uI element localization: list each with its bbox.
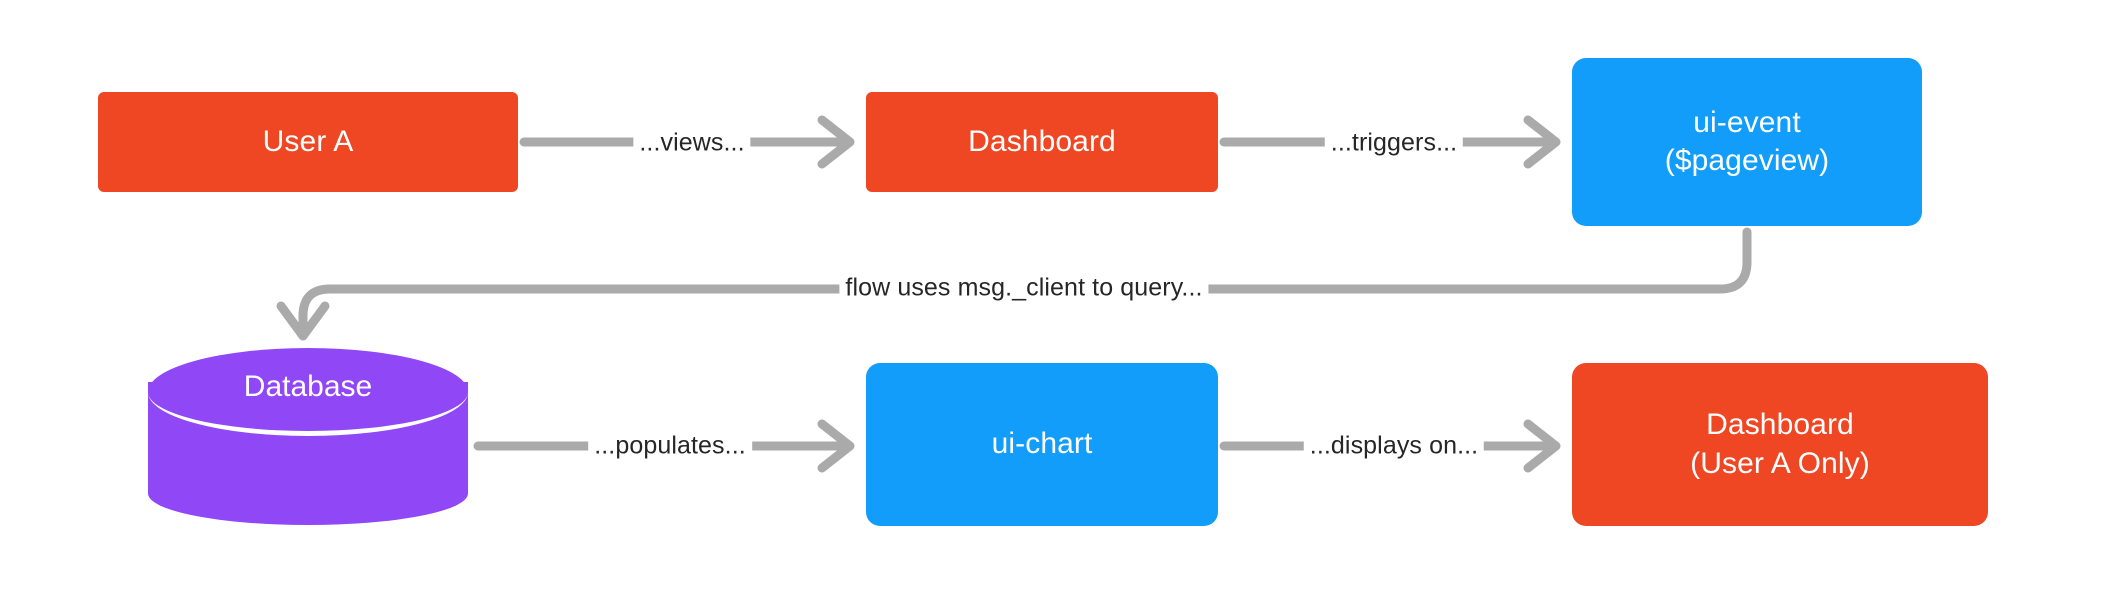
node-dashboard-user-a-label-line2: (User A Only) <box>1690 446 1870 480</box>
node-dashboard-top-label: Dashboard <box>968 124 1116 158</box>
edge-label-triggers: ...triggers... <box>1324 128 1464 158</box>
node-dashboard-top[interactable]: Dashboard <box>866 92 1218 192</box>
node-database-label: Database <box>243 370 373 403</box>
node-ui-chart-label: ui-chart <box>991 427 1093 461</box>
edge-label-views: ...views... <box>633 128 751 158</box>
node-user-a[interactable]: User A <box>98 92 518 192</box>
node-database[interactable]: Database <box>148 348 468 525</box>
edge-label-query: flow uses msg._client to query... <box>839 273 1209 303</box>
database-cylinder-top <box>148 348 468 436</box>
node-dashboard-user-a-label-line1: Dashboard <box>1706 408 1854 442</box>
node-ui-event-label-line1: ui-event <box>1693 105 1801 139</box>
edge-label-displays: ...displays on... <box>1303 431 1485 461</box>
node-ui-event-label-line2: ($pageview) <box>1664 144 1830 177</box>
edge-label-populates: ...populates... <box>588 431 752 461</box>
node-ui-chart[interactable]: ui-chart <box>866 363 1218 526</box>
node-ui-event[interactable]: ui-event ($pageview) <box>1572 58 1922 226</box>
node-user-a-label: User A <box>262 124 354 158</box>
node-dashboard-user-a[interactable]: Dashboard (User A Only) <box>1572 363 1988 526</box>
